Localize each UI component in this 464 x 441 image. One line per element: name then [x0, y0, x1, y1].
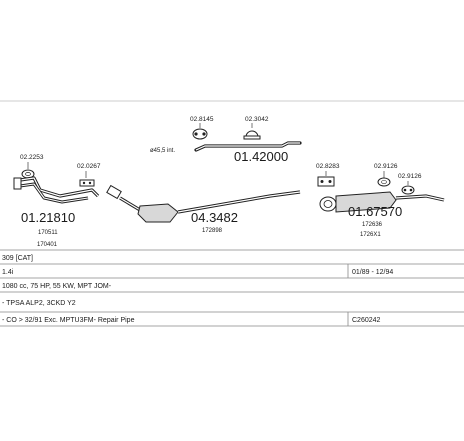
clamp-label-top-b: 02.3042	[245, 116, 269, 123]
rubber-hanger-icon	[192, 128, 208, 140]
info-row-specs: 1080 cc, 75 HP, 55 KW, MPT JOM-	[2, 283, 112, 290]
catalytic-converter	[106, 184, 301, 223]
rear-rubber-icon	[401, 185, 415, 195]
clamp-label-top-a: 02.8145	[190, 116, 214, 123]
clamp-label-left-b: 02.0267	[77, 163, 101, 170]
clamp-label-left-a: 02.2253	[20, 154, 44, 161]
clamp-label-right-b: 02.9126	[374, 163, 398, 170]
part-ref-catalyst: 172898	[202, 228, 223, 234]
rear-hanger-icon	[377, 177, 391, 187]
info-row-model: 309 [CAT]	[2, 255, 33, 262]
part-ref-front-pipe-2: 170401	[37, 242, 58, 248]
part-ref-silencer-2: 1726X1	[360, 232, 381, 238]
clamp-label-right-a: 02.8283	[316, 163, 340, 170]
part-code-catalyst: 04.3482	[191, 210, 238, 225]
front-pipe	[13, 176, 100, 204]
flange-icon	[79, 179, 95, 187]
rear-silencer	[319, 191, 445, 213]
info-row-engine-codes: - TPSA ALP2, 3CKD Y2	[2, 300, 76, 307]
gasket-icon	[21, 169, 35, 179]
clamp-icon	[243, 130, 261, 140]
part-code-silencer: 01.67570	[348, 204, 402, 219]
vehicle-info-table	[0, 249, 464, 327]
part-code-front-pipe: 01.21810	[21, 210, 75, 225]
clamp-label-right-c: 02.9126	[398, 173, 422, 180]
rear-clamp-icon	[317, 176, 335, 187]
info-row-reference: C260242	[352, 317, 381, 324]
info-row-note: - CO > 32/91 Exc. MPTU3FM- Repair Pipe	[2, 317, 135, 324]
info-row-engine: 1.4i	[2, 269, 14, 276]
diameter-label: ø45,5 int.	[150, 148, 175, 154]
part-ref-silencer-1: 172636	[362, 222, 383, 228]
part-code-tailpipe: 01.42000	[234, 149, 288, 164]
info-row-years: 01/89 - 12/94	[352, 269, 393, 276]
part-ref-front-pipe-1: 170511	[38, 230, 58, 236]
